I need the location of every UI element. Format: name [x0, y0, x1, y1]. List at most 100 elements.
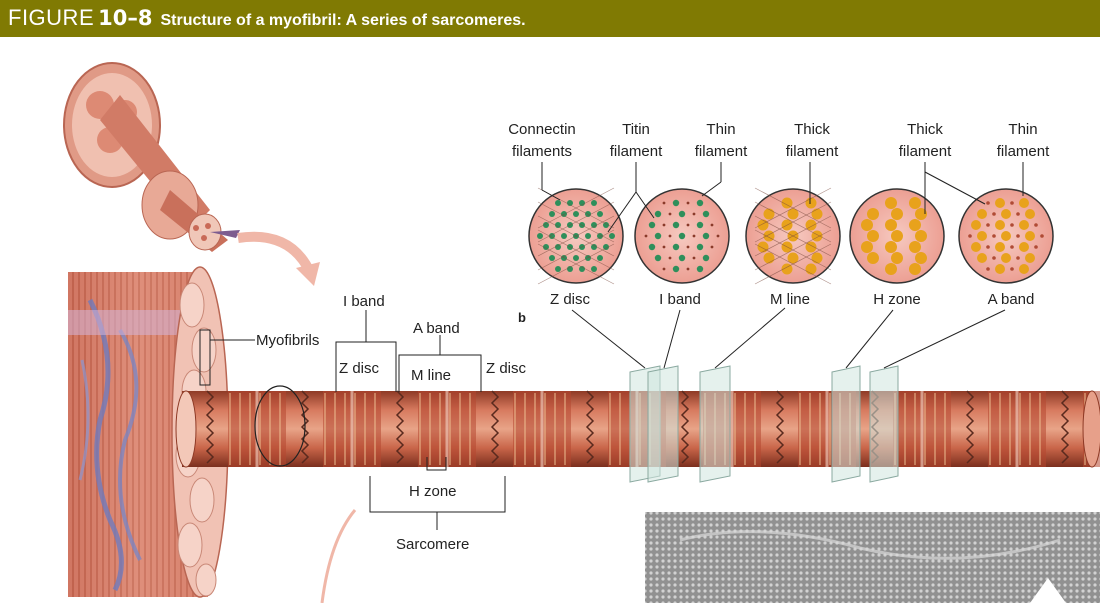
thin-filament-dot	[543, 222, 549, 228]
thin-filament-dot	[585, 233, 591, 239]
lattice-line	[754, 187, 832, 229]
thick-filament-dot	[915, 252, 927, 264]
thick-filament-dot	[909, 197, 921, 209]
lattice-line	[537, 243, 615, 285]
thick-filament-dot	[861, 241, 873, 253]
thick-filament-dot	[885, 263, 897, 275]
thick-filament-dot	[995, 198, 1005, 208]
thin-filament-dot	[573, 255, 579, 261]
thin-filament-dot	[678, 232, 686, 240]
thick-filament-dot	[1025, 253, 1035, 263]
muscle-illustration	[63, 62, 240, 252]
thick-filament-dot	[763, 230, 775, 242]
thin-filament-dot	[549, 255, 555, 261]
thin-filament-dot	[555, 222, 561, 228]
thin-filament-dot	[591, 200, 597, 206]
thin-filament-dot	[696, 243, 704, 251]
thick-filament-dot	[781, 263, 793, 275]
thick-filament-dot	[811, 252, 823, 264]
thin-filament-dot	[654, 254, 662, 262]
thin-filament-dot	[1010, 201, 1014, 205]
thin-filament-dot	[555, 244, 561, 250]
thin-label-1-line2: filament	[695, 143, 748, 160]
thin-filament-dot	[702, 210, 710, 218]
thick-filament-dot	[885, 197, 897, 209]
titin-dot	[668, 234, 672, 238]
thin-filament-dot	[1034, 245, 1038, 249]
lattice-line	[537, 201, 615, 243]
thin-filament-dot	[986, 201, 990, 205]
thin-filament-dot	[986, 245, 990, 249]
filament-labels: Connectin filaments Titin filament Thin …	[508, 121, 1050, 160]
zoom-arrow-bottom	[320, 509, 357, 603]
thick-filament-dot	[805, 263, 817, 275]
filament-leaders	[541, 162, 1024, 233]
thin-filament-dot	[986, 223, 990, 227]
thin-filament-dot	[672, 265, 680, 273]
thick-filament-dot	[909, 219, 921, 231]
z-disc-mark	[775, 390, 785, 464]
z-disc-left-label: Z disc	[339, 360, 380, 377]
m-line-label: M line	[411, 367, 451, 384]
thick-filament-dot	[805, 197, 817, 209]
thick-filament-dot	[861, 219, 873, 231]
thick-filament-dot	[885, 241, 897, 253]
thick-filament-dot	[787, 252, 799, 264]
thick-filament-dot	[763, 252, 775, 264]
i-band-label: I band	[343, 293, 385, 310]
thin-filament-dot	[597, 233, 603, 239]
thick-filament-dot	[1019, 220, 1029, 230]
z-disc-mark	[300, 390, 310, 464]
thin-filament-dot	[579, 200, 585, 206]
thin-filament-dot	[537, 233, 543, 239]
thin-filament-dot	[567, 200, 573, 206]
thick-filament-dot	[787, 208, 799, 220]
z-disc-mark	[585, 390, 595, 464]
connectin-label-line2: filaments	[512, 143, 572, 160]
lattice-line	[754, 243, 832, 285]
thin-filament-dot	[702, 254, 710, 262]
thin-filament-dot	[1010, 245, 1014, 249]
titin-label-line1: Titin	[622, 121, 650, 138]
thick-filament-dot	[1025, 231, 1035, 241]
thick-filament-dot	[891, 208, 903, 220]
thin-filament-dot	[561, 233, 567, 239]
thick-filament-dot	[891, 230, 903, 242]
titin-dot	[686, 267, 690, 271]
thin-filament-dot	[702, 232, 710, 240]
thick-filament-dot	[971, 220, 981, 230]
thick-filament-dot	[977, 253, 987, 263]
thick-filament-dot	[1001, 231, 1011, 241]
thick-filament-dot	[995, 264, 1005, 274]
z-disc-mark	[395, 390, 405, 464]
titin-dot	[662, 201, 666, 205]
h-zone-plane-label: H zone	[873, 291, 921, 308]
plane-leaders	[571, 307, 1006, 369]
thick-filament-dot	[915, 208, 927, 220]
thin-filament-dot	[1010, 267, 1014, 271]
titin-dot	[686, 223, 690, 227]
thick-filament-dot	[909, 241, 921, 253]
titin-dot	[644, 234, 648, 238]
thick-filament-dot	[891, 252, 903, 264]
thin-filament-dot	[549, 211, 555, 217]
thin-filament-dot	[609, 233, 615, 239]
thick-filament-dot	[995, 220, 1005, 230]
thin-filament-dot	[1016, 234, 1020, 238]
lattice-line	[537, 229, 615, 271]
thin-filament-dot	[672, 199, 680, 207]
titin-dot	[668, 256, 672, 260]
a-band-plane-label: A band	[988, 291, 1035, 308]
thin-filament-dot	[1010, 223, 1014, 227]
figure-label: FIGURE	[8, 5, 95, 30]
titin-dot	[692, 234, 696, 238]
h-zone-label: H zone	[409, 483, 457, 500]
thin-filament-dot	[567, 266, 573, 272]
thin-filament-dot	[992, 256, 996, 260]
thin-filament-dot	[591, 222, 597, 228]
thin-filament-dot	[986, 267, 990, 271]
thick-label-1-line2: filament	[786, 143, 839, 160]
thin-filament-dot	[1016, 212, 1020, 216]
